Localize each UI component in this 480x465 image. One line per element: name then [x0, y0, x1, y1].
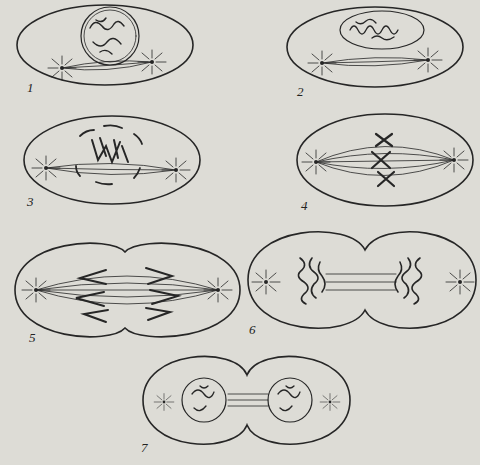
- stage-number: 7: [140, 440, 149, 455]
- stage-number: 5: [28, 330, 37, 345]
- stage-number: 6: [248, 322, 257, 337]
- stage-number: 2: [296, 84, 305, 99]
- stage-number: 3: [26, 194, 35, 209]
- stage-number: 4: [300, 198, 309, 213]
- stage-number: 1: [26, 80, 35, 95]
